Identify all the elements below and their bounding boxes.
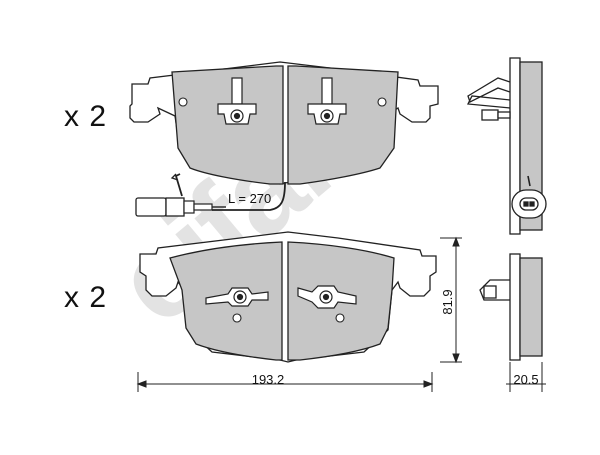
wear-sensor (135, 173, 286, 217)
bottom-pad-hole-left (232, 313, 242, 323)
dimension-height-label: 81.9 (440, 289, 455, 314)
dimension-thickness (506, 362, 546, 392)
bottom-pad-hole-right (335, 313, 345, 323)
bottom-side-backing (509, 253, 521, 361)
sensor-connector-body (135, 197, 167, 217)
top-pad-friction-left (171, 65, 284, 185)
top-pad-friction-right (287, 65, 399, 185)
dimension-width (136, 372, 434, 392)
quantity-label-bottom: x 2 (64, 281, 108, 314)
sensor-length-label: L = 270 (228, 191, 271, 206)
bottom-pad-side-view (479, 253, 543, 361)
dimension-height (440, 236, 462, 364)
bottom-pad-left-clip (205, 287, 269, 307)
quantity-label-top: x 2 (64, 100, 108, 133)
top-pad-left-clip (217, 77, 257, 125)
dimension-width-label: 193.2 (252, 372, 285, 387)
top-pad-hole-right (377, 97, 387, 107)
top-side-spring-clip (467, 77, 511, 103)
bottom-pad-right-clip (297, 285, 357, 309)
bottom-brake-pad (139, 231, 437, 363)
top-brake-pad (129, 61, 439, 185)
top-pad-hole-left (178, 97, 188, 107)
top-pad-right-clip (307, 77, 347, 125)
dimension-thickness-label: 20.5 (513, 372, 538, 387)
sensor-wire (174, 173, 286, 211)
bottom-side-friction (519, 257, 543, 357)
bottom-side-spring-clip (479, 279, 510, 301)
top-side-friction (519, 61, 543, 231)
top-pad-side-view (466, 57, 547, 235)
